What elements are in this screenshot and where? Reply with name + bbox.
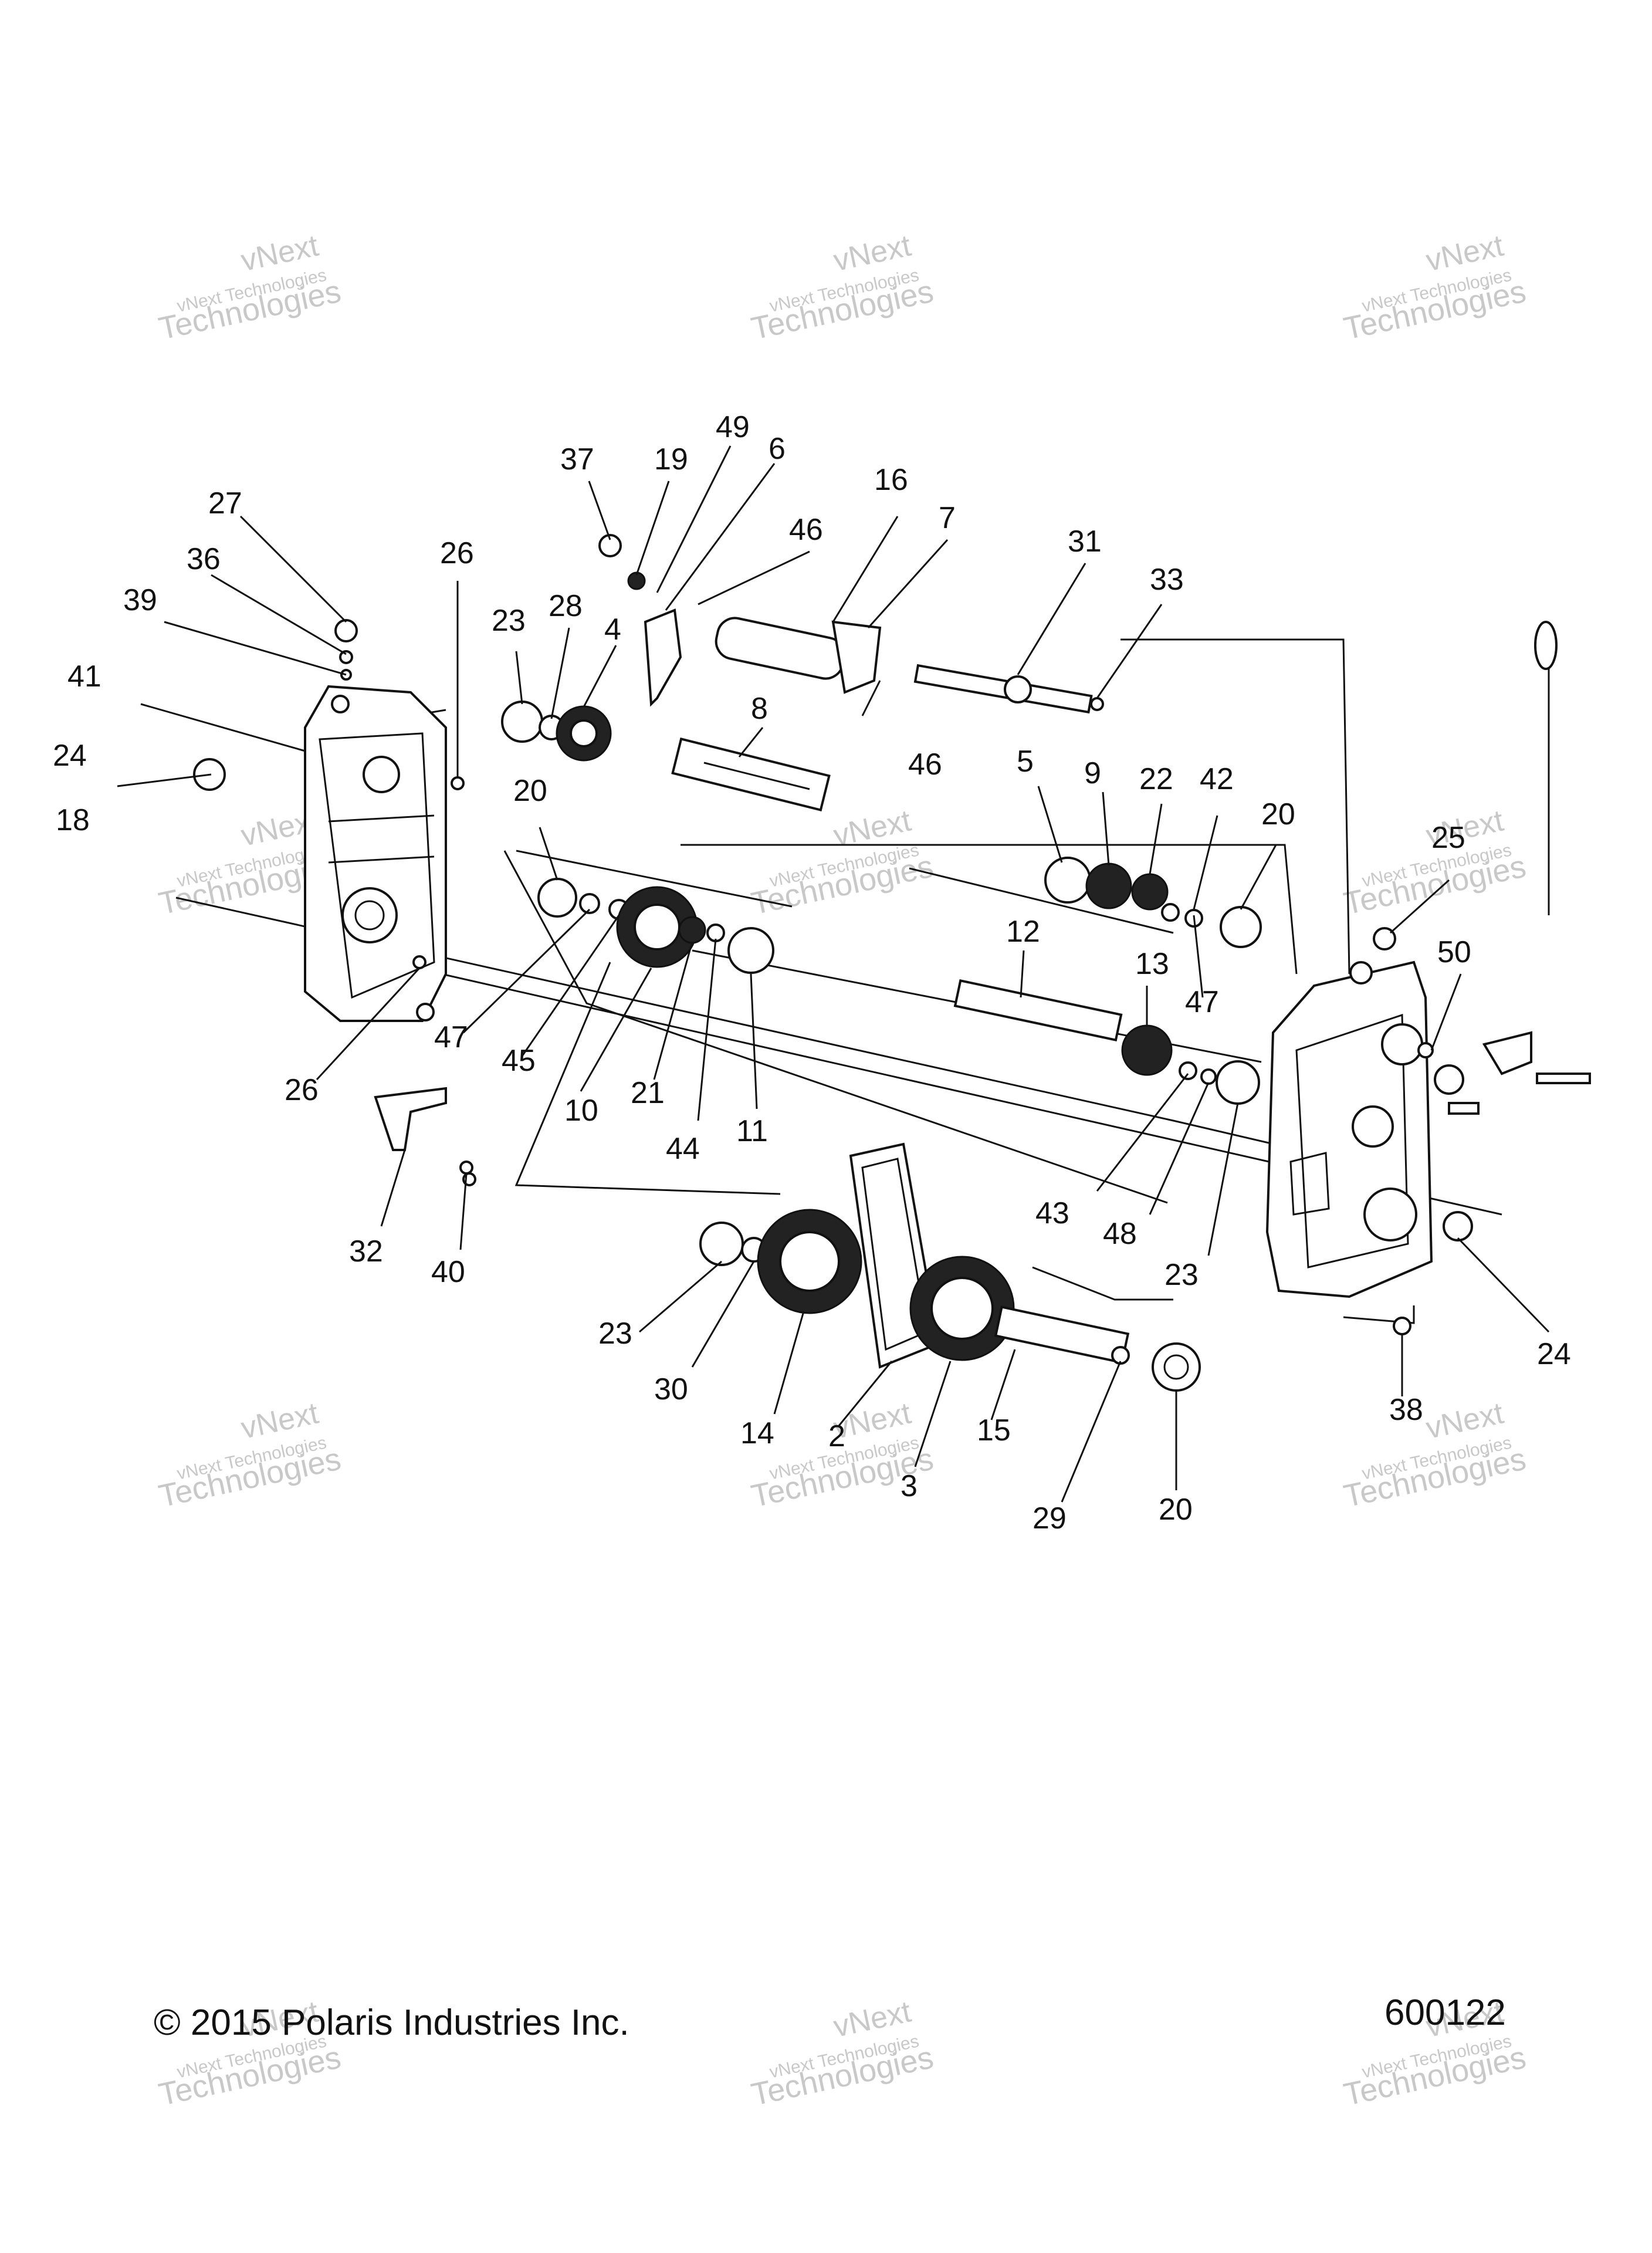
- callout-label: 40: [431, 1255, 465, 1289]
- gears: [501, 701, 1262, 1392]
- callout-label: 20: [513, 774, 547, 808]
- callout-label: 25: [1431, 821, 1465, 855]
- callout-label: 44: [666, 1132, 700, 1166]
- callout-label: 39: [123, 583, 157, 617]
- callout-label: 48: [1103, 1217, 1137, 1251]
- small-parts: [193, 619, 1591, 1335]
- callout-label: 5: [1017, 745, 1034, 779]
- callout-label: 20: [1261, 797, 1295, 831]
- callout-label: 50: [1437, 935, 1471, 969]
- callout-label: 14: [740, 1416, 774, 1450]
- callout-label: 32: [349, 1234, 383, 1268]
- callout-label: 47: [434, 1020, 468, 1054]
- right-case-half: [1265, 960, 1433, 1298]
- callout-label: 23: [492, 604, 526, 638]
- callout-label: 28: [549, 589, 583, 623]
- callout-label: 2: [828, 1419, 845, 1453]
- callout-label: 8: [751, 692, 768, 726]
- callout-label: 19: [654, 442, 688, 476]
- callout-label: 21: [631, 1076, 665, 1110]
- callout-label: 46: [789, 513, 823, 547]
- callout-label: 33: [1150, 563, 1184, 597]
- callout-label: 37: [560, 442, 594, 476]
- callout-label: 23: [598, 1317, 632, 1351]
- callout-label: 20: [1159, 1493, 1193, 1527]
- callout-label: 15: [977, 1413, 1011, 1447]
- callout-label: 46: [908, 747, 942, 782]
- callout-label: 27: [208, 486, 242, 520]
- callout-label: 30: [654, 1372, 688, 1406]
- callout-label: 29: [1032, 1501, 1067, 1535]
- copyright-text: © 2015 Polaris Industries Inc.: [154, 2002, 629, 2043]
- callout-label: 31: [1068, 525, 1102, 559]
- callout-label: 4: [604, 613, 621, 647]
- upper-shaft-assembly: [598, 534, 1104, 811]
- callout-label: 49: [716, 410, 750, 444]
- callout-label: 41: [67, 659, 101, 694]
- callout-label: 38: [1389, 1393, 1423, 1427]
- figure-number: 600122: [1384, 1992, 1506, 2033]
- callout-label: 26: [440, 536, 474, 570]
- callout-label: 45: [502, 1044, 536, 1078]
- callout-label: 11: [736, 1114, 768, 1148]
- callout-label: 36: [187, 542, 221, 576]
- callout-labels: 37 19 49 6 16 7 31 33 27 36 26 46 39 23 …: [53, 410, 1571, 1535]
- callout-label: 26: [285, 1073, 319, 1107]
- left-case-half: [304, 685, 447, 1022]
- callout-label: 6: [769, 432, 786, 466]
- callout-label: 12: [1006, 915, 1040, 949]
- callout-label: 24: [53, 739, 87, 773]
- callout-label: 24: [1537, 1337, 1571, 1371]
- callout-label: 13: [1135, 947, 1169, 981]
- callout-label: 22: [1139, 762, 1173, 796]
- callout-label: 43: [1035, 1196, 1069, 1230]
- callout-label: 3: [901, 1469, 918, 1503]
- callout-label: 10: [564, 1094, 598, 1128]
- leader-lines: [117, 445, 1550, 1503]
- callout-label: 9: [1084, 756, 1101, 790]
- callout-label: 7: [939, 501, 956, 535]
- callout-label: 23: [1164, 1258, 1199, 1292]
- callout-label: 42: [1200, 762, 1234, 796]
- callout-label: 18: [56, 803, 90, 837]
- callout-label: 47: [1185, 985, 1219, 1019]
- callout-label: 16: [874, 463, 908, 497]
